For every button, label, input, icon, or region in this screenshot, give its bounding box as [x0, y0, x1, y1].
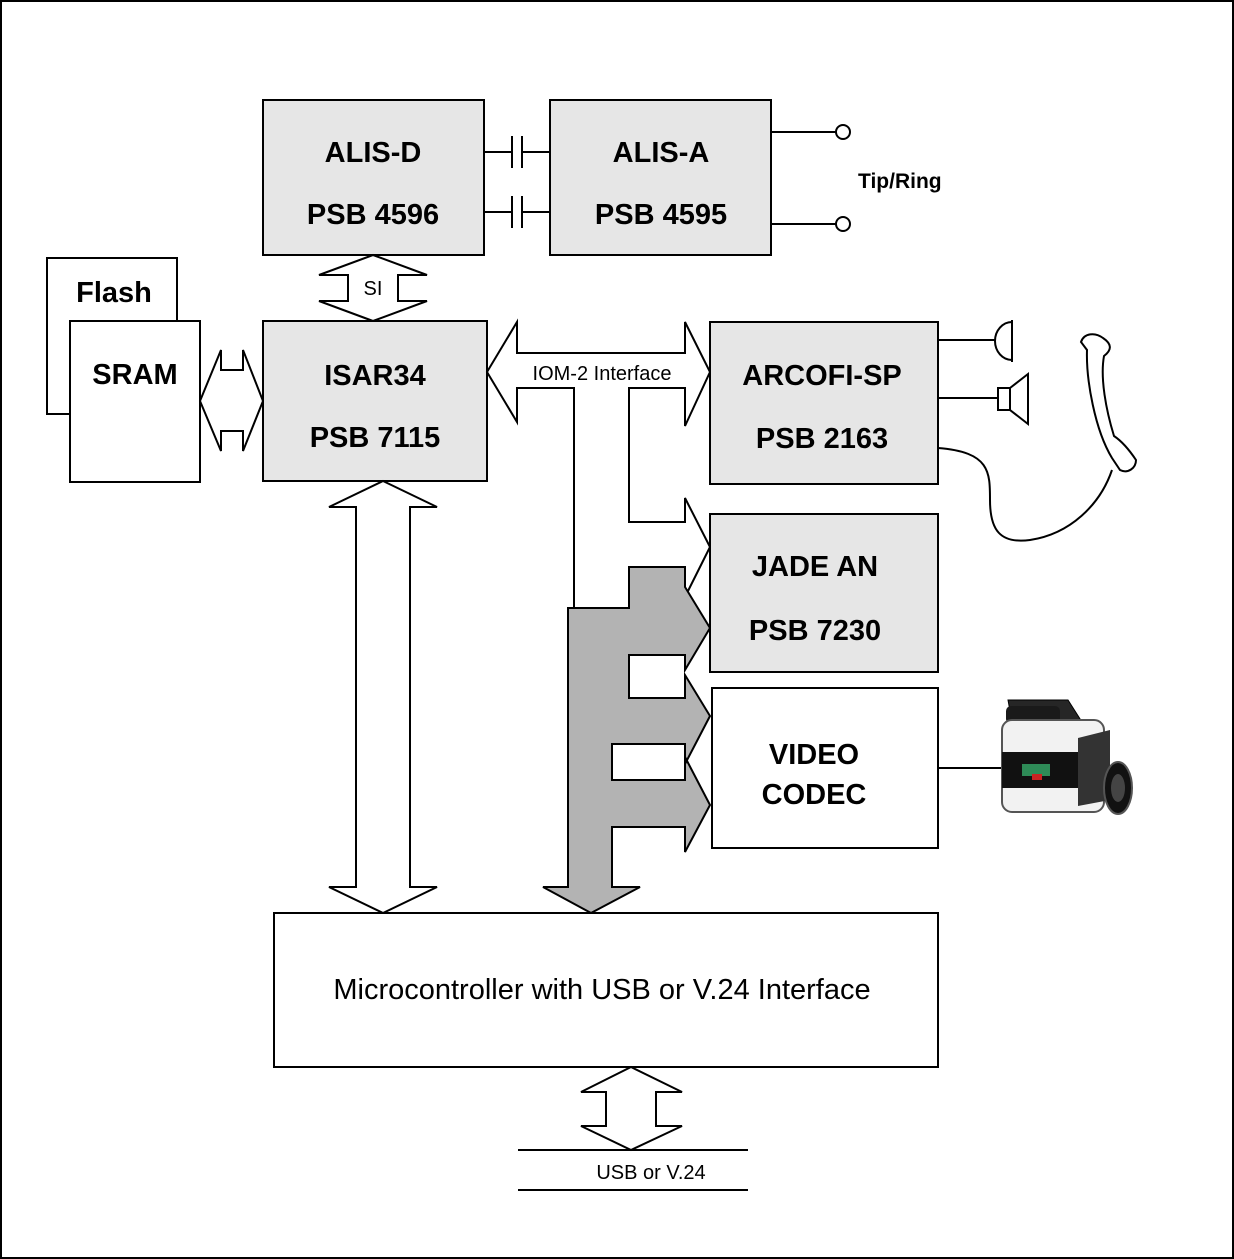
sram-isar-arrow [198, 349, 265, 452]
video-camera-icon [1001, 699, 1133, 815]
video-codec-line2: CODEC [762, 779, 867, 811]
si-label: SI [364, 278, 383, 300]
sram-name: SRAM [92, 359, 177, 391]
capacitor-top [484, 136, 550, 168]
alis-d-block: ALIS-D PSB 4596 [262, 99, 485, 256]
iom2-bus: IOM-2 Interface [485, 318, 712, 609]
alis-d-part: PSB 4596 [307, 199, 439, 231]
capacitor-bottom [484, 196, 550, 228]
tip-ring-terminals: Tip/Ring [771, 124, 942, 232]
arcofi-sp-part: PSB 2163 [756, 423, 888, 455]
jade-an-part: PSB 7230 [749, 615, 881, 647]
speaker-icon [938, 371, 1029, 427]
microcontroller-name: Microcontroller with USB or V.24 Interfa… [333, 974, 870, 1006]
isar-mcu-arrow [328, 479, 438, 915]
tip-terminal [835, 124, 851, 140]
isar34-block: ISAR34 PSB 7115 [262, 320, 488, 482]
data-bus [542, 566, 712, 915]
jade-an-name: JADE AN [752, 551, 878, 583]
arcofi-sp-name: ARCOFI-SP [742, 360, 902, 392]
alis-a-name: ALIS-A [613, 137, 710, 169]
usb-v24-label: USB or V.24 [596, 1162, 705, 1184]
usb-v24-interface: USB or V.24 [518, 1149, 748, 1191]
isar34-name: ISAR34 [324, 360, 426, 392]
si-arrow: SI [318, 253, 428, 323]
handset-icon [937, 333, 1138, 542]
tip-ring-label: Tip/Ring [858, 170, 942, 193]
ring-terminal [835, 216, 851, 232]
usb-arrow [580, 1065, 683, 1152]
jade-an-block: JADE AN PSB 7230 [709, 513, 939, 673]
alis-a-part: PSB 4595 [595, 199, 727, 231]
isar34-part: PSB 7115 [310, 422, 441, 454]
arcofi-sp-block: ARCOFI-SP PSB 2163 [709, 321, 939, 485]
alis-a-block: ALIS-A PSB 4595 [549, 99, 772, 256]
microcontroller-block: Microcontroller with USB or V.24 Interfa… [273, 912, 939, 1068]
video-codec-block: VIDEO CODEC [711, 687, 939, 849]
alis-d-name: ALIS-D [325, 137, 422, 169]
sram-block: SRAM [69, 320, 201, 483]
video-codec-line1: VIDEO [769, 739, 859, 771]
flash-name: Flash [76, 277, 152, 309]
iom2-label: IOM-2 Interface [533, 363, 672, 385]
microphone-icon [938, 320, 1013, 362]
